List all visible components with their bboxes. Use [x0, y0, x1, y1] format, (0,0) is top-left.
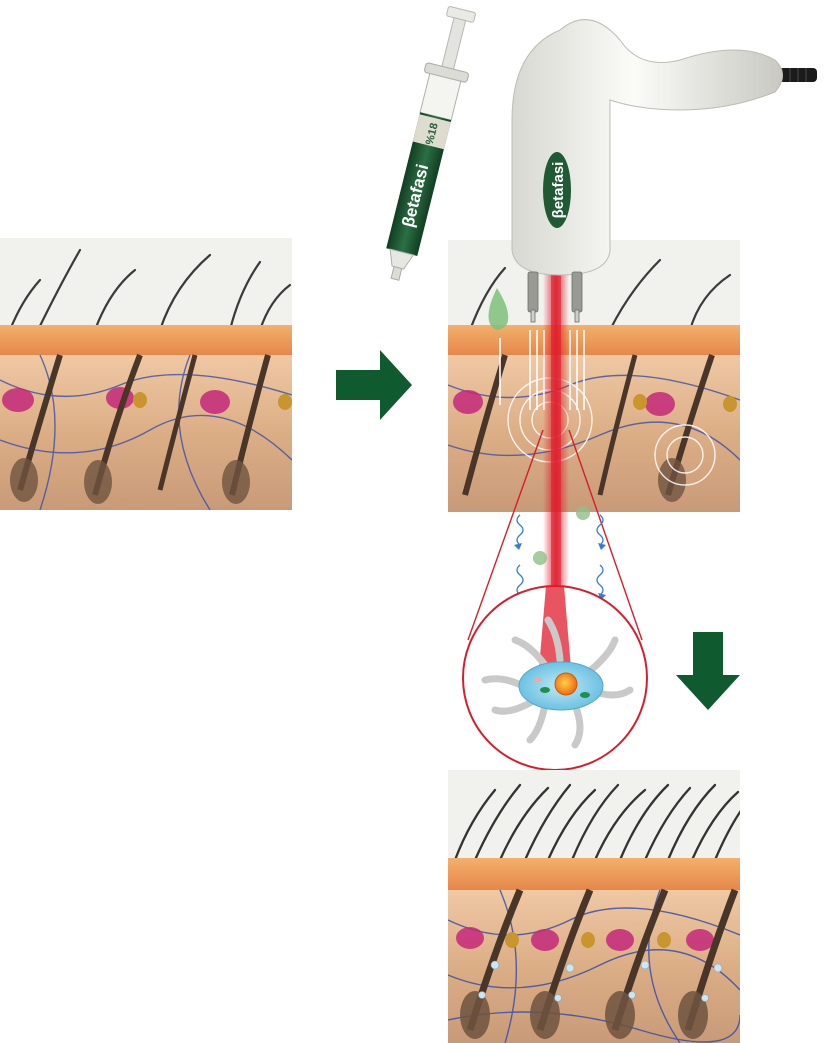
zoom-detail: [462, 429, 648, 771]
syringe-small-text: %18: [424, 122, 441, 146]
epidermis-layer: [0, 325, 292, 355]
sebaceous-glands: [456, 927, 714, 951]
dense-hairs: [453, 783, 740, 862]
arrow-right-icon: [336, 350, 412, 420]
stem-cell-markers: [478, 960, 723, 1002]
arrow-down-icon: [676, 632, 740, 710]
fat-cells: [505, 932, 671, 948]
emitter-pins: [527, 271, 583, 323]
stem-cell: [481, 616, 634, 749]
follicles-treatment: [462, 354, 715, 502]
sebaceous-glands: [2, 387, 230, 414]
skin-panel-after: [448, 770, 740, 1043]
device-brand-label: βetafasi: [550, 162, 567, 219]
skin-panel-treatment: [448, 240, 740, 512]
sparse-hairs: [8, 248, 292, 332]
fat-cells: [633, 394, 737, 412]
epidermis-layer: [448, 858, 740, 890]
follicles-after: [460, 888, 739, 1039]
serum-drop: [488, 288, 509, 330]
epidermis-layer: [448, 325, 740, 355]
syringe: %18 βetafasi: [386, 6, 476, 281]
sparse-hairs: [468, 258, 732, 332]
skin-panel-before: [0, 238, 292, 510]
device-brand-badge: [543, 152, 571, 228]
follicles-before: [10, 353, 271, 504]
fat-cells: [133, 392, 292, 410]
sebaceous-glands: [453, 390, 675, 416]
laser-handpiece: βetafasi: [511, 19, 817, 323]
